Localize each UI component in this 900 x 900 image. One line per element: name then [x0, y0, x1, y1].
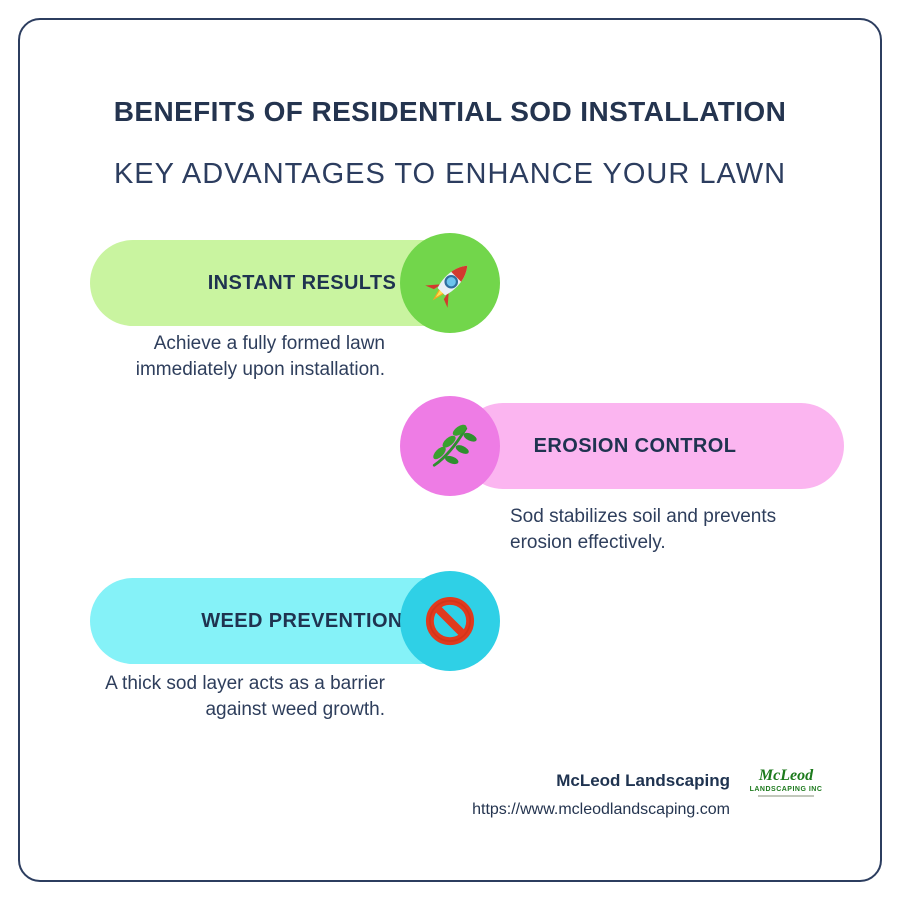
logo-subtext: LANDSCAPING INC — [749, 785, 823, 793]
page-title: BENEFITS OF RESIDENTIAL SOD INSTALLATION — [113, 96, 787, 127]
benefit-icon-circle — [400, 396, 500, 496]
benefit-label: INSTANT RESULTS — [207, 271, 397, 294]
company-logo: McLeod LANDSCAPING INC — [748, 767, 824, 798]
benefit-icon-circle — [400, 233, 500, 333]
footer-url: https://www.mcleodlandscaping.com — [330, 801, 730, 819]
leaf-branch-icon — [422, 418, 478, 474]
page-subtitle: KEY ADVANTAGES TO ENHANCE YOUR LAWN — [113, 158, 787, 190]
benefit-pill: EROSION CONTROL — [460, 403, 844, 489]
benefit-icon-circle — [400, 571, 500, 671]
benefit-label: WEED PREVENTION — [201, 609, 403, 632]
logo-wordmark: McLeod — [758, 767, 814, 784]
benefit-description: A thick sod layer acts as a barrier agai… — [105, 673, 385, 720]
benefit-description: Sod stabilizes soil and prevents erosion… — [510, 506, 777, 553]
no-entry-icon — [422, 593, 478, 649]
brand-name: McLeod Landscaping — [556, 771, 730, 790]
footer-brand: McLeod Landscaping — [330, 771, 730, 791]
benefit-label: EROSION CONTROL — [533, 434, 737, 457]
website-url: https://www.mcleodlandscaping.com — [472, 801, 730, 818]
benefit-description: Achieve a fully formed lawn immediately … — [135, 333, 385, 380]
logo-divider — [758, 795, 814, 798]
rocket-icon — [422, 255, 478, 311]
